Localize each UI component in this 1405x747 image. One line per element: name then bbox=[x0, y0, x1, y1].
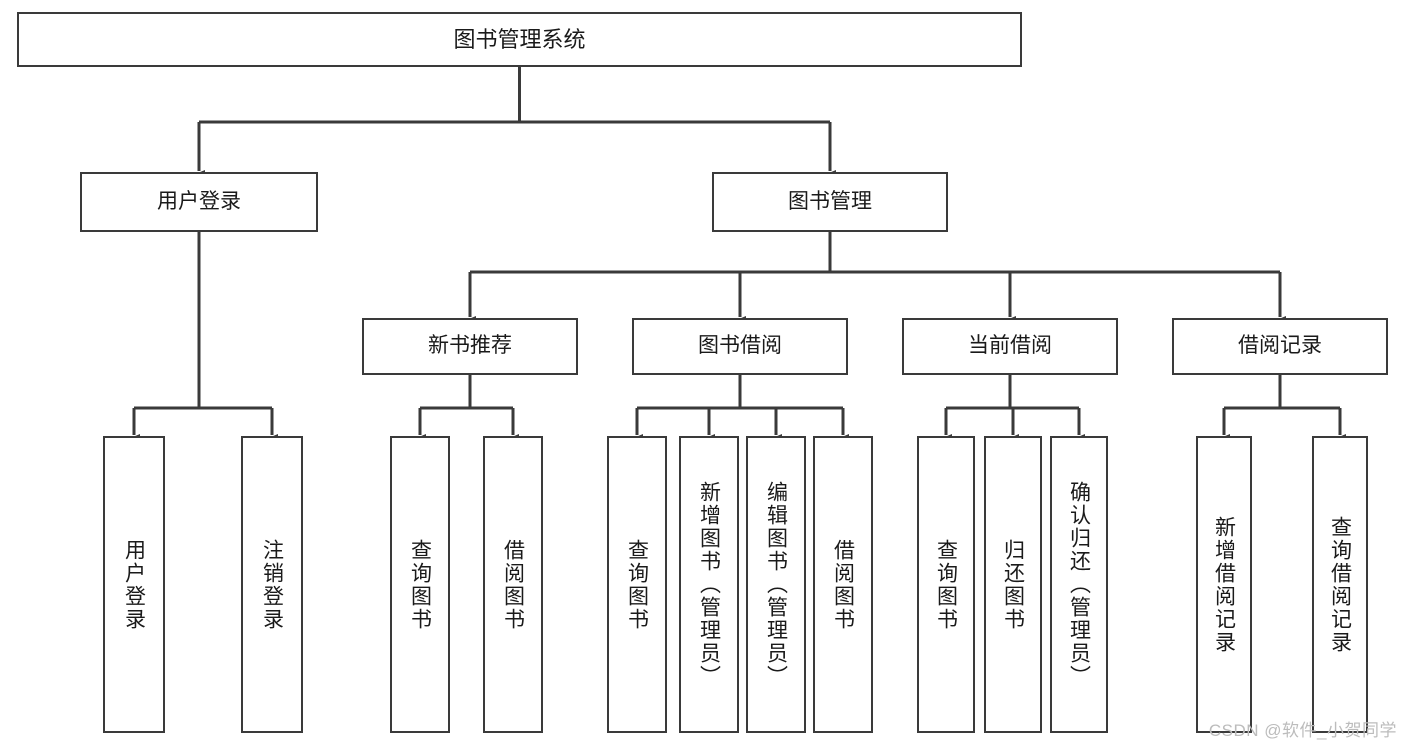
tree-node-leaf-2[interactable]: 注销登录 bbox=[241, 436, 303, 733]
tree-node-leaf-12[interactable]: 新增借阅记录 bbox=[1196, 436, 1252, 733]
tree-node-leaf-7[interactable]: 编辑图书（管理员） bbox=[746, 436, 806, 733]
node-label: 新增图书（管理员） bbox=[697, 481, 721, 688]
tree-node-leaf-6[interactable]: 新增图书（管理员） bbox=[679, 436, 739, 733]
node-label: 归还图书 bbox=[1001, 538, 1025, 631]
node-label: 查询借阅记录 bbox=[1328, 515, 1352, 654]
tree-node-records[interactable]: 借阅记录 bbox=[1172, 318, 1388, 375]
edge-group bbox=[128, 67, 1346, 444]
node-label: 借阅图书 bbox=[831, 538, 855, 631]
tree-node-leaf-8[interactable]: 借阅图书 bbox=[813, 436, 873, 733]
node-label: 用户登录 bbox=[122, 538, 146, 631]
tree-node-leaf-4[interactable]: 借阅图书 bbox=[483, 436, 543, 733]
tree-node-leaf-10[interactable]: 归还图书 bbox=[984, 436, 1042, 733]
node-label: 用户登录 bbox=[157, 189, 241, 213]
node-label: 当前借阅 bbox=[968, 334, 1052, 358]
tree-node-borrow[interactable]: 图书借阅 bbox=[632, 318, 848, 375]
node-label: 借阅记录 bbox=[1238, 334, 1322, 358]
node-label: 查询图书 bbox=[408, 538, 432, 631]
tree-node-leaf-3[interactable]: 查询图书 bbox=[390, 436, 450, 733]
node-label: 借阅图书 bbox=[501, 538, 525, 631]
tree-node-login[interactable]: 用户登录 bbox=[80, 172, 318, 232]
node-label: 确认归还（管理员） bbox=[1067, 481, 1091, 688]
node-label: 查询图书 bbox=[934, 538, 958, 631]
tree-node-leaf-1[interactable]: 用户登录 bbox=[103, 436, 165, 733]
tree-node-leaf-11[interactable]: 确认归还（管理员） bbox=[1050, 436, 1108, 733]
tree-node-leaf-5[interactable]: 查询图书 bbox=[607, 436, 667, 733]
node-label: 图书借阅 bbox=[698, 334, 782, 358]
node-label: 注销登录 bbox=[260, 538, 284, 631]
tree-node-current[interactable]: 当前借阅 bbox=[902, 318, 1118, 375]
node-label: 新增借阅记录 bbox=[1212, 515, 1236, 654]
node-label: 编辑图书（管理员） bbox=[764, 481, 788, 688]
tree-node-newbook[interactable]: 新书推荐 bbox=[362, 318, 578, 375]
node-label: 图书管理 bbox=[788, 189, 872, 213]
node-label: 查询图书 bbox=[625, 538, 649, 631]
root-node[interactable]: 图书管理系统 bbox=[17, 12, 1022, 67]
node-label: 新书推荐 bbox=[428, 334, 512, 358]
tree-node-bookmgmt[interactable]: 图书管理 bbox=[712, 172, 948, 232]
tree-node-leaf-13[interactable]: 查询借阅记录 bbox=[1312, 436, 1368, 733]
node-label: 图书管理系统 bbox=[453, 26, 586, 52]
tree-node-leaf-9[interactable]: 查询图书 bbox=[917, 436, 975, 733]
